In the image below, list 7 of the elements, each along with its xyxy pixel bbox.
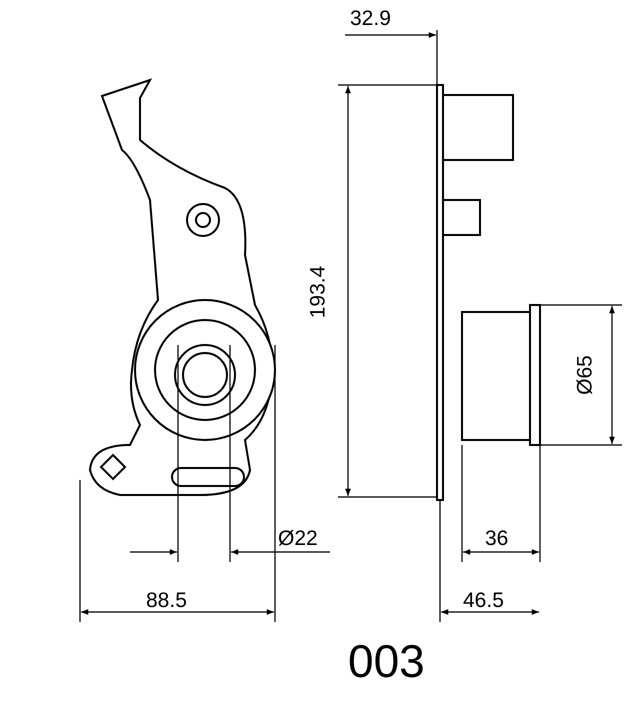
- dimension-value: 32.9: [350, 8, 391, 29]
- dimension-value: 88.5: [146, 590, 187, 611]
- dimension-value: 36: [485, 528, 508, 549]
- dimension-value: 46.5: [463, 590, 504, 611]
- dimension-value: Ø22: [278, 528, 318, 549]
- dimension-value: Ø65: [574, 355, 596, 395]
- part-number: 003: [348, 638, 425, 684]
